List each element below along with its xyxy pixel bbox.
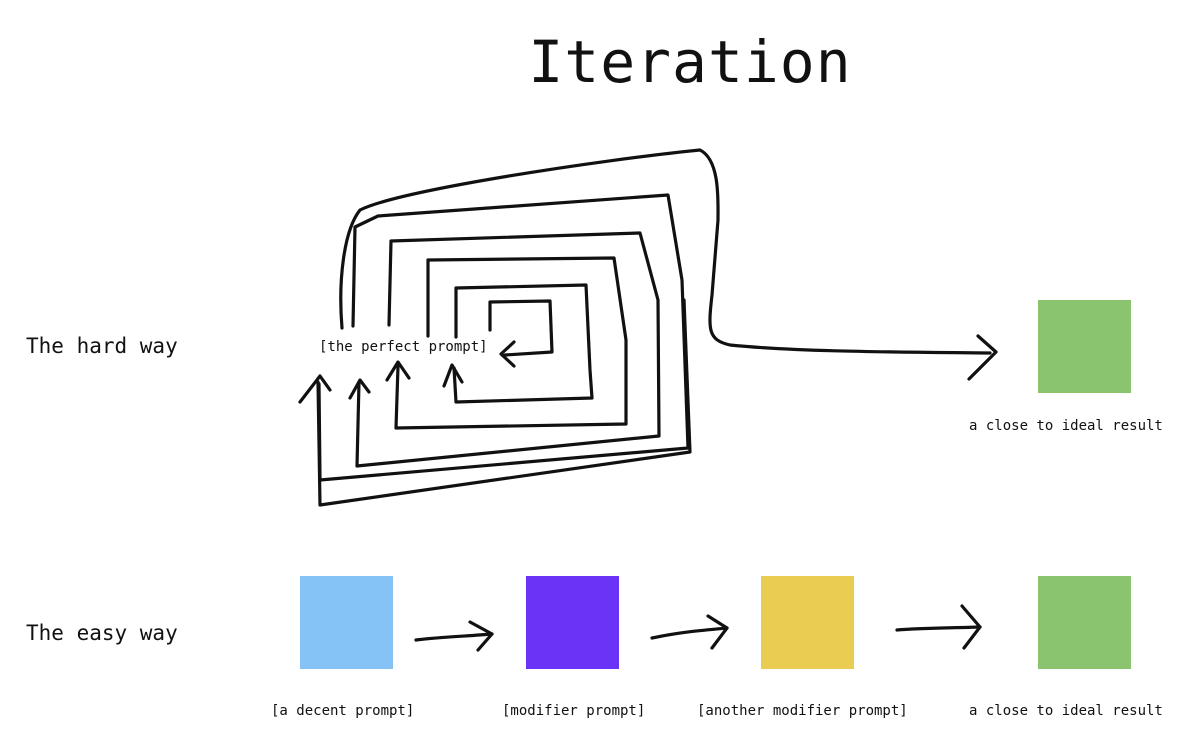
modifier-prompt-square	[526, 576, 619, 669]
hard-way-result-label: a close to ideal result	[969, 418, 1163, 434]
spiral-ring-1	[488, 299, 554, 357]
spiral-ring-6	[339, 148, 992, 355]
diagram-title: Iteration	[528, 28, 852, 96]
spiral-arrowhead-4	[348, 378, 371, 400]
spiral-arrowhead-1	[499, 340, 516, 368]
easy-way-result-label: a close to ideal result	[969, 703, 1163, 719]
easy-arrow-3	[895, 625, 982, 632]
easy-way-label: The easy way	[26, 621, 178, 645]
easy-arrow-2	[650, 626, 729, 640]
spiral-arrowhead-3	[385, 360, 411, 382]
another-modifier-prompt-square	[761, 576, 854, 669]
hard-way-arrowhead	[967, 334, 998, 381]
spiral-arrowhead-5	[298, 374, 332, 404]
modifier-prompt-label: [modifier prompt]	[502, 703, 646, 719]
hard-way-result-square	[1038, 300, 1131, 393]
easy-arrowhead-1	[468, 620, 494, 652]
easy-way-result-square	[1038, 576, 1131, 669]
another-modifier-prompt-label: [another modifier prompt]	[697, 703, 908, 719]
spiral-ring-3	[394, 256, 628, 430]
spiral-outer-return	[316, 298, 692, 507]
spiral-arrowhead-2	[442, 363, 464, 388]
spiral-ring-2	[452, 283, 594, 404]
hard-way-label: The hard way	[26, 334, 178, 358]
easy-arrowhead-2	[706, 614, 729, 650]
decent-prompt-label: [a decent prompt]	[271, 703, 415, 719]
easy-arrow-1	[414, 632, 494, 642]
perfect-prompt-label: [the perfect prompt]	[319, 339, 488, 355]
decent-prompt-square	[300, 576, 393, 669]
easy-arrowhead-3	[960, 604, 982, 650]
spiral-ring-5	[317, 193, 690, 482]
spiral-ring-4	[355, 231, 661, 468]
